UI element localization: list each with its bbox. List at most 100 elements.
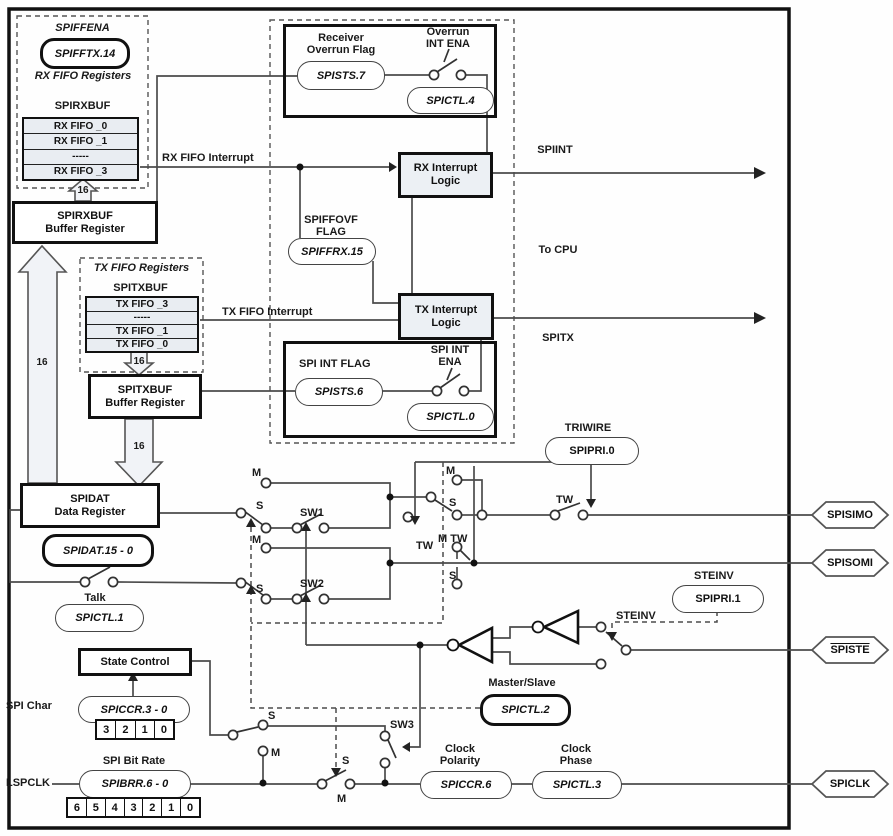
rate-bit-0: 0 — [180, 799, 199, 816]
arrowheads — [128, 162, 766, 777]
spitxbuf-label: SPITXBUF — [113, 282, 168, 294]
rate-bit-4: 4 — [104, 799, 124, 816]
spictl0-register: SPICTL.0 — [407, 403, 494, 431]
spiint-label: SPIINT — [537, 144, 573, 156]
inverter-gates — [446, 608, 580, 665]
receiver-overrun-flag-box — [283, 24, 497, 118]
rate-bit-5: 5 — [85, 799, 105, 816]
tw-label-mid: TW — [416, 540, 434, 552]
talk-label: Talk — [84, 592, 106, 604]
sw2-label: SW2 — [300, 578, 324, 590]
spiccr6-register: SPICCR.6 — [420, 771, 512, 799]
spi-char-bits: 3 2 1 0 — [95, 719, 175, 740]
char-bit-0: 0 — [153, 721, 173, 738]
rate-bit-6: 6 — [73, 801, 80, 814]
m-label-state: M — [271, 747, 281, 759]
m-label-sw1: M — [252, 467, 262, 479]
state-control-box: State Control — [78, 648, 192, 676]
s-label-clk: S — [342, 755, 350, 767]
spidat-bits-register: SPIDAT.15 - 0 — [42, 534, 154, 567]
tx-fifo-3: TX FIFO _3 — [87, 298, 197, 311]
rx-fifo-3: RX FIFO _3 — [24, 163, 137, 179]
spiccr30-register: SPICCR.3 - 0 — [78, 696, 190, 723]
spiclk-pin: SPICLK — [829, 778, 871, 790]
triwire-label: TRIWIRE — [564, 422, 612, 434]
spictl2-register: SPICTL.2 — [480, 694, 571, 726]
s-label-state: S — [268, 710, 276, 722]
m-tw-label: M TW — [438, 533, 468, 545]
rx-fifo-1: RX FIFO _1 — [24, 133, 137, 149]
switch-levers — [87, 48, 623, 782]
spictl3-register: SPICTL.3 — [532, 771, 622, 799]
rx-fifo-dots: ----- — [24, 148, 137, 164]
sw1-label: SW1 — [300, 507, 324, 519]
spisomi-pin: SPISOMI — [827, 557, 873, 569]
tx-bus-width-16: 16 — [133, 441, 145, 452]
diagram-border — [7, 7, 791, 830]
tx-fifo-registers-title: TX FIFO Registers — [93, 262, 190, 274]
char-bit-3: 3 — [103, 723, 110, 736]
spi-bit-rate-label: SPI Bit Rate — [102, 755, 166, 767]
signal-wires — [9, 74, 812, 785]
tx-bus-width: 16 — [133, 356, 145, 367]
rx-bus-width-16: 16 — [36, 357, 48, 368]
spi-int-flag-box — [283, 341, 497, 438]
control-wires-dashed — [250, 462, 718, 768]
rate-bit-2: 2 — [142, 799, 161, 816]
spictl1-register: SPICTL.1 — [55, 604, 144, 632]
rate-bit-1: 1 — [161, 799, 180, 816]
spiffena-title: SPIFFENA — [55, 22, 110, 34]
char-bit-2: 2 — [115, 721, 134, 738]
tx-fifo-1: TX FIFO _1 — [87, 324, 197, 338]
lspclk-label: LSPCLK — [6, 777, 50, 789]
m-label-right: M — [446, 465, 456, 477]
char-bit-1: 1 — [134, 721, 154, 738]
switch-contacts — [79, 69, 632, 790]
m-label-clk: M — [337, 793, 347, 805]
spists7-register: SPISTS.7 — [297, 61, 385, 90]
tx-fifo-interrupt-label: TX FIFO Interrupt — [222, 306, 313, 318]
s-label-sw1: S — [256, 500, 264, 512]
tx-fifo-0: TX FIFO _0 — [87, 337, 197, 351]
tx-fifo-stack: TX FIFO _3 ----- TX FIFO _1 TX FIFO _0 — [85, 296, 199, 353]
spipri1-register: SPIPRI.1 — [672, 585, 764, 613]
rx-bus-width: 16 — [77, 185, 89, 196]
rate-bit-3: 3 — [123, 799, 143, 816]
bus-arrows — [17, 177, 164, 488]
spiffrx15-register: SPIFFRX.15 — [288, 238, 376, 265]
m-label-sw2: M — [252, 534, 262, 546]
rx-fifo-registers-title: RX FIFO Registers — [34, 70, 132, 82]
spisimo-pin: SPISIMO — [827, 509, 873, 521]
spiste-pin: SPISTE — [830, 644, 870, 656]
tw-label-simo: TW — [556, 494, 574, 506]
master-slave-label: Master/Slave — [488, 677, 556, 689]
spictl4-register: SPICTL.4 — [407, 87, 494, 114]
to-cpu-label: To CPU — [538, 244, 578, 256]
spifftx14-register: SPIFFTX.14 — [40, 38, 130, 69]
rx-fifo-0: RX FIFO _0 — [24, 119, 137, 134]
s-label-right: S — [449, 497, 457, 509]
rx-fifo-stack: RX FIFO _0 RX FIFO _1 ----- RX FIFO _3 — [22, 117, 139, 181]
spipri0-register: SPIPRI.0 — [545, 437, 639, 465]
spi-char-label: SPI Char — [6, 700, 52, 712]
steinv-title: STEINV — [694, 570, 734, 582]
sw3-label: SW3 — [390, 719, 414, 731]
pin-hexagons — [810, 501, 890, 798]
rx-fifo-interrupt-label: RX FIFO Interrupt — [162, 152, 254, 164]
tx-fifo-dots: ----- — [87, 310, 197, 324]
spibrr60-register: SPIBRR.6 - 0 — [79, 770, 191, 798]
s-label-somi: S — [449, 570, 457, 582]
